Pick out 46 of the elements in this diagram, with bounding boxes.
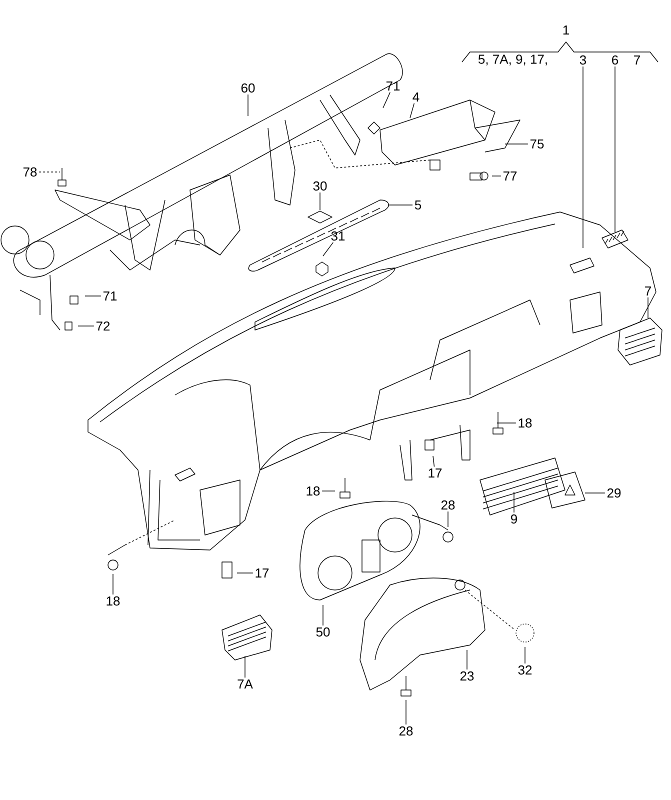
callout-number: 9 bbox=[511, 514, 517, 524]
leader-line bbox=[322, 242, 334, 256]
callout-number: 5 bbox=[414, 200, 422, 210]
callout-number: 71 bbox=[386, 82, 400, 90]
callout-number: 18 bbox=[106, 596, 120, 606]
leader-line bbox=[388, 204, 413, 206]
leader-line bbox=[322, 490, 336, 492]
callout-number: 71 bbox=[103, 292, 117, 300]
leader-line bbox=[382, 92, 390, 108]
callout-number: 5, 7A, 9, 17, bbox=[478, 54, 547, 66]
leader-line bbox=[466, 650, 468, 670]
leader-line bbox=[524, 646, 526, 664]
callout-number: 75 bbox=[530, 139, 544, 149]
leader-line bbox=[244, 656, 246, 678]
callout-number: 78 bbox=[23, 167, 37, 177]
callout-number: 18 bbox=[518, 418, 532, 428]
callout-number: 28 bbox=[441, 500, 455, 510]
callout-number: 60 bbox=[241, 83, 255, 93]
leader-line bbox=[322, 604, 324, 626]
leader-line bbox=[582, 66, 584, 248]
leader-line bbox=[614, 66, 616, 232]
callout-number: 4 bbox=[412, 92, 420, 102]
callout-number: 32 bbox=[518, 665, 532, 675]
callout-number: 23 bbox=[460, 671, 474, 681]
callout-number: 7A bbox=[238, 680, 253, 688]
callout-number: 3 bbox=[580, 55, 586, 65]
leader-line bbox=[112, 574, 114, 595]
callout-number: 6 bbox=[612, 55, 618, 65]
callout-number: 17 bbox=[428, 468, 442, 478]
callout-number: 17 bbox=[256, 568, 269, 578]
leader-line bbox=[432, 456, 435, 468]
leader-line bbox=[496, 422, 516, 424]
callout-number: 50 bbox=[316, 627, 330, 637]
leader-line bbox=[236, 572, 254, 574]
callout-number: 7 bbox=[645, 286, 651, 296]
leader-line bbox=[584, 492, 606, 494]
callout-number: 28 bbox=[399, 726, 413, 736]
callout-number: 7 bbox=[634, 56, 640, 64]
callout-number: 30 bbox=[313, 181, 327, 191]
callout-number: 1 bbox=[563, 26, 569, 34]
callout-number: 18 bbox=[306, 486, 320, 496]
callout-number: 29 bbox=[607, 488, 621, 498]
callout-number: 77 bbox=[503, 172, 517, 180]
callout-number: 31 bbox=[331, 231, 345, 241]
callout-number: 72 bbox=[96, 321, 110, 331]
leader-line bbox=[410, 102, 415, 118]
